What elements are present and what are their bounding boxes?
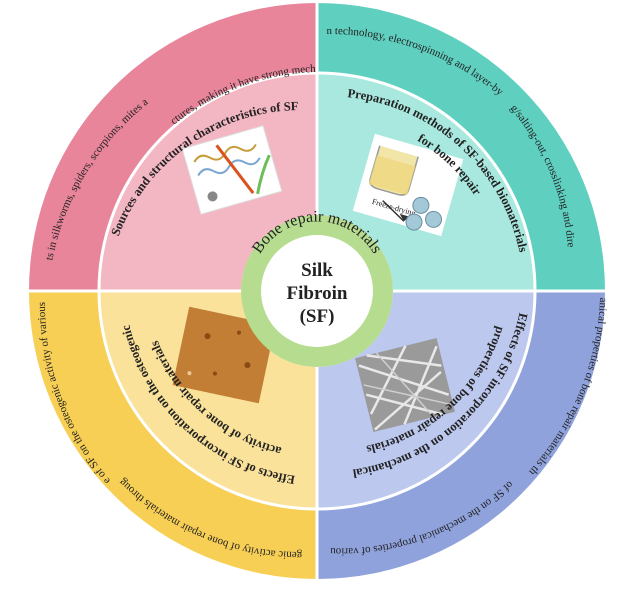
structure-figure [181, 125, 283, 215]
sem-image [355, 337, 455, 433]
center-title-fibroin: Fibroin [287, 283, 348, 304]
freeze-drying-figure: Freeze-drying [352, 133, 464, 237]
center-title-silk: Silk [301, 260, 333, 281]
ring-divider [97, 71, 537, 511]
cell-stain-image [172, 306, 276, 404]
center-disc [261, 235, 373, 347]
outer-ring-bottom-right [317, 291, 605, 579]
center-title-sf: (SF) [300, 306, 335, 327]
outer-ring-top-left [29, 3, 317, 291]
outer-ring-top-right [317, 3, 605, 291]
outer-ring-bottom-left [29, 291, 317, 579]
